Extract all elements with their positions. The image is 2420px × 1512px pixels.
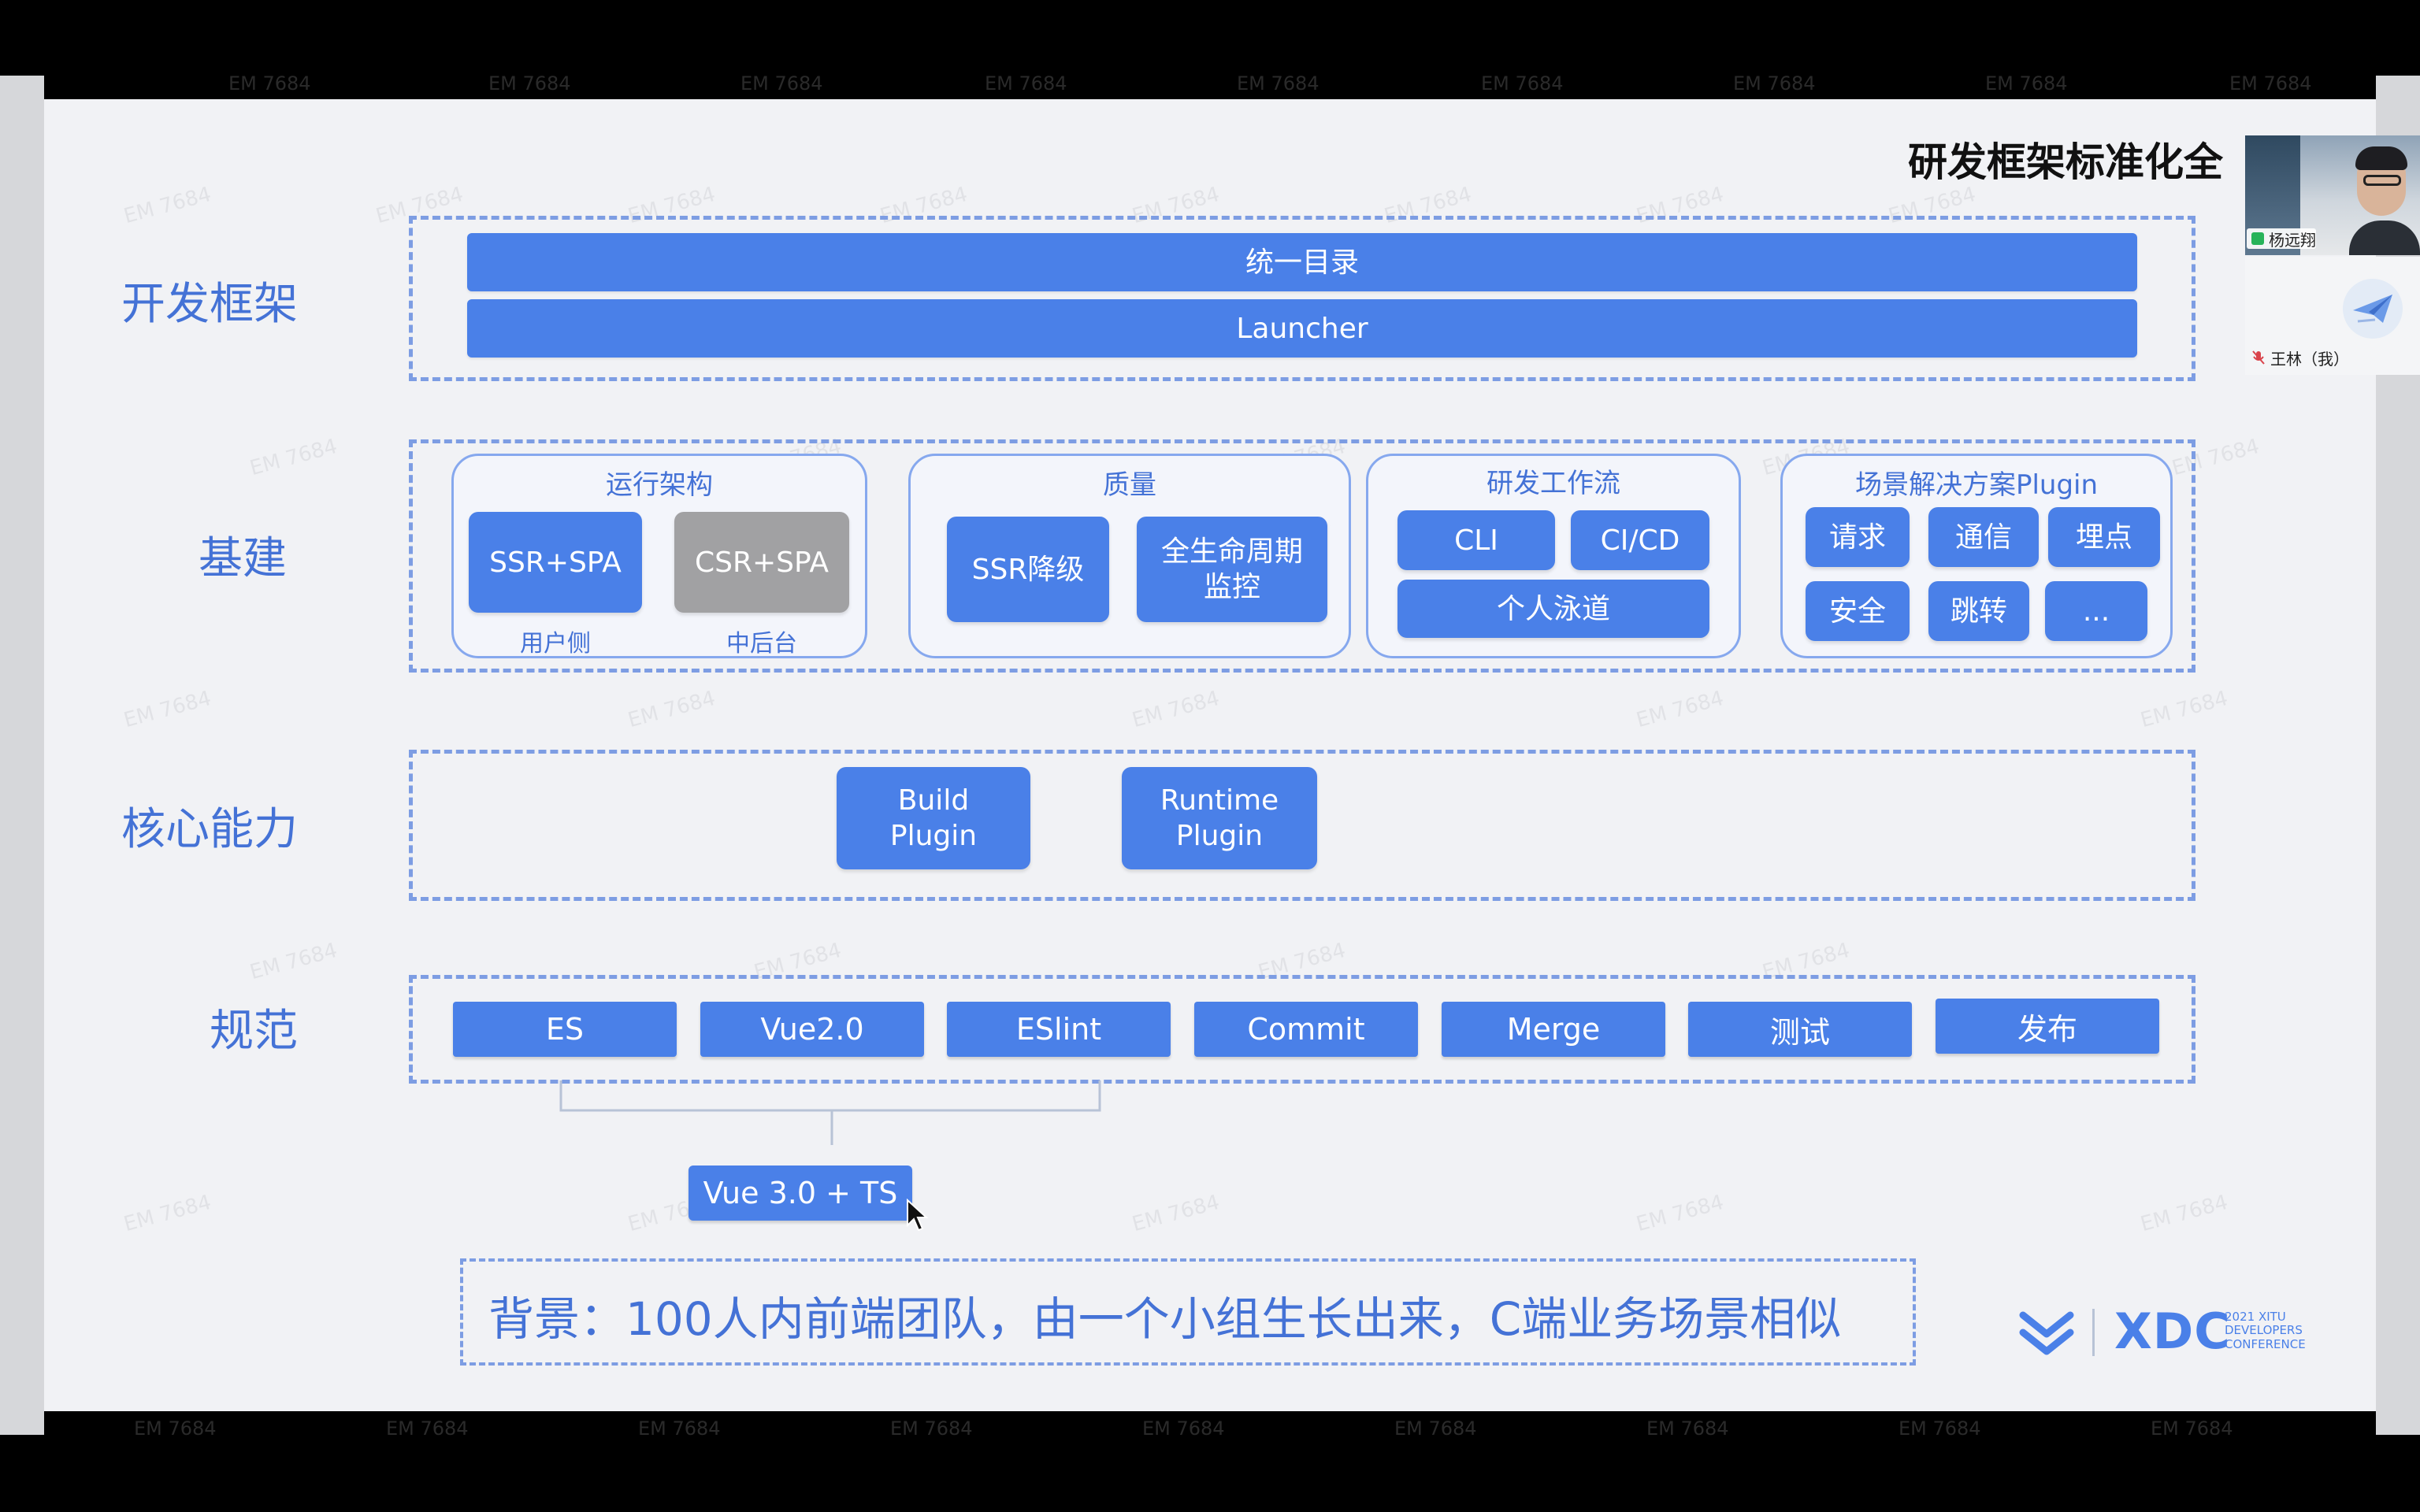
watermark-text: EM 7684 [247, 434, 340, 481]
left-side-strip [0, 76, 44, 1435]
standard-merge: Merge [1442, 1002, 1665, 1057]
runtime-architecture-title: 运行架构 [606, 469, 713, 501]
mic-on-icon [2251, 232, 2264, 245]
user-side-caption: 用户侧 [520, 630, 591, 658]
ssr-spa-button: SSR+SPA [469, 512, 642, 613]
watermark-text: EM 7684 [638, 1418, 721, 1440]
watermark-text: EM 7684 [1130, 686, 1223, 733]
watermark-text: EM 7684 [121, 182, 214, 229]
watermark-text: EM 7684 [1733, 72, 1816, 94]
person-glasses [2363, 175, 2401, 186]
watermark-text: EM 7684 [1634, 1190, 1727, 1237]
runtime-plugin-button: Runtime Plugin [1122, 767, 1317, 869]
standard-testing: 测试 [1688, 1002, 1912, 1057]
watermark-text: EM 7684 [488, 72, 571, 94]
section-label-core: 核心能力 [121, 804, 298, 855]
unified-directory-bar: 统一目录 [467, 233, 2137, 291]
dev-workflow-title: 研发工作流 [1487, 468, 1620, 499]
watermark-text: EM 7684 [1394, 1418, 1477, 1440]
csr-spa-button: CSR+SPA [674, 512, 849, 613]
self-name: 王林（我） [2270, 349, 2349, 369]
framework-group [409, 216, 2195, 381]
watermark-text: EM 7684 [1899, 1418, 1981, 1440]
watermark-text: EM 7684 [134, 1418, 217, 1440]
mic-muted-icon [2252, 350, 2265, 365]
scenario-plugin-title: 场景解决方案Plugin [1854, 469, 2099, 501]
section-label-infra: 基建 [199, 533, 287, 584]
quality-title: 质量 [1103, 469, 1156, 501]
security-button: 安全 [1806, 581, 1910, 641]
watermark-text: EM 7684 [2138, 686, 2231, 733]
self-avatar [2343, 279, 2403, 339]
request-button: 请求 [1806, 507, 1910, 567]
shared-slide: EM 7684 EM 7684 EM 7684 EM 7684 EM 7684 … [44, 99, 2376, 1411]
build-plugin-button: Build Plugin [837, 767, 1030, 869]
participant-video-tile[interactable]: 杨远翔 [2245, 135, 2420, 255]
watermark-text: EM 7684 [1634, 686, 1727, 733]
watermark-text: EM 7684 [1646, 1418, 1729, 1440]
watermark-text: EM 7684 [985, 72, 1067, 94]
watermark-text: EM 7684 [1481, 72, 1564, 94]
watermark-text: EM 7684 [228, 72, 311, 94]
self-name-tag: 王林（我） [2247, 346, 2349, 369]
participant-name-tag: 杨远翔 [2247, 228, 2316, 250]
standard-release: 发布 [1936, 999, 2159, 1054]
person-shoulders [2349, 220, 2420, 255]
cli-button: CLI [1397, 510, 1555, 570]
participant-name: 杨远翔 [2269, 230, 2316, 250]
standard-es: ES [453, 1002, 677, 1057]
watermark-text: EM 7684 [890, 1418, 973, 1440]
lifecycle-monitoring-button: 全生命周期 监控 [1137, 517, 1327, 622]
standard-eslint: ESlint [947, 1002, 1171, 1057]
background-note-text: 背景：100人内前端团队，由一个小组生长出来，C端业务场景相似 [488, 1292, 1842, 1346]
infra-group [409, 439, 2195, 673]
vue3-ts-button: Vue 3.0 + TS [689, 1166, 912, 1221]
personal-lane-button: 个人泳道 [1397, 580, 1709, 638]
watermark-text: EM 7684 [740, 72, 823, 94]
watermark-text: EM 7684 [2138, 1190, 2231, 1237]
watermark-text: EM 7684 [1985, 72, 2068, 94]
core-group [409, 750, 2195, 901]
watermark-text: EM 7684 [2229, 72, 2312, 94]
watermark-text: EM 7684 [121, 1190, 214, 1237]
ssr-fallback-button: SSR降级 [947, 517, 1109, 622]
ci-cd-button: CI/CD [1571, 510, 1709, 570]
launcher-bar: Launcher [467, 299, 2137, 358]
xdc-logo-text: XDC [2114, 1303, 2231, 1360]
watermark-text: EM 7684 [1142, 1418, 1225, 1440]
xdc-logo-subtext: 2021 XITU DEVELOPERS CONFERENCE [2225, 1310, 2306, 1351]
logo-divider [2092, 1309, 2095, 1356]
paper-plane-icon [2353, 295, 2392, 323]
watermark-text: EM 7684 [247, 938, 340, 985]
watermark-text: EM 7684 [1237, 72, 1319, 94]
watermark-text: EM 7684 [386, 1418, 469, 1440]
background-note-box [460, 1258, 1916, 1366]
person-hair [2355, 146, 2407, 170]
slide-title: 研发框架标准化全 [1908, 139, 2223, 185]
watermark-text: EM 7684 [1130, 1190, 1223, 1237]
upgrade-bracket [559, 1080, 1101, 1145]
xdc-chevron-logo-icon [2019, 1311, 2074, 1355]
more-button: ... [2045, 581, 2147, 641]
watermark-text: EM 7684 [2151, 1418, 2233, 1440]
mouse-cursor-icon [907, 1199, 929, 1232]
section-label-framework: 开发框架 [121, 279, 298, 330]
redirect-button: 跳转 [1928, 581, 2029, 641]
section-label-standards: 规范 [210, 1006, 298, 1057]
admin-side-caption: 中后台 [726, 630, 797, 658]
self-video-tile[interactable]: 王林（我） [2245, 257, 2420, 375]
communication-button: 通信 [1928, 507, 2039, 567]
tracking-button: 埋点 [2048, 507, 2160, 567]
standard-commit: Commit [1194, 1002, 1418, 1057]
watermark-text: EM 7684 [121, 686, 214, 733]
watermark-text: EM 7684 [625, 686, 718, 733]
standard-vue2: Vue2.0 [700, 1002, 924, 1057]
standards-group [409, 975, 2195, 1084]
